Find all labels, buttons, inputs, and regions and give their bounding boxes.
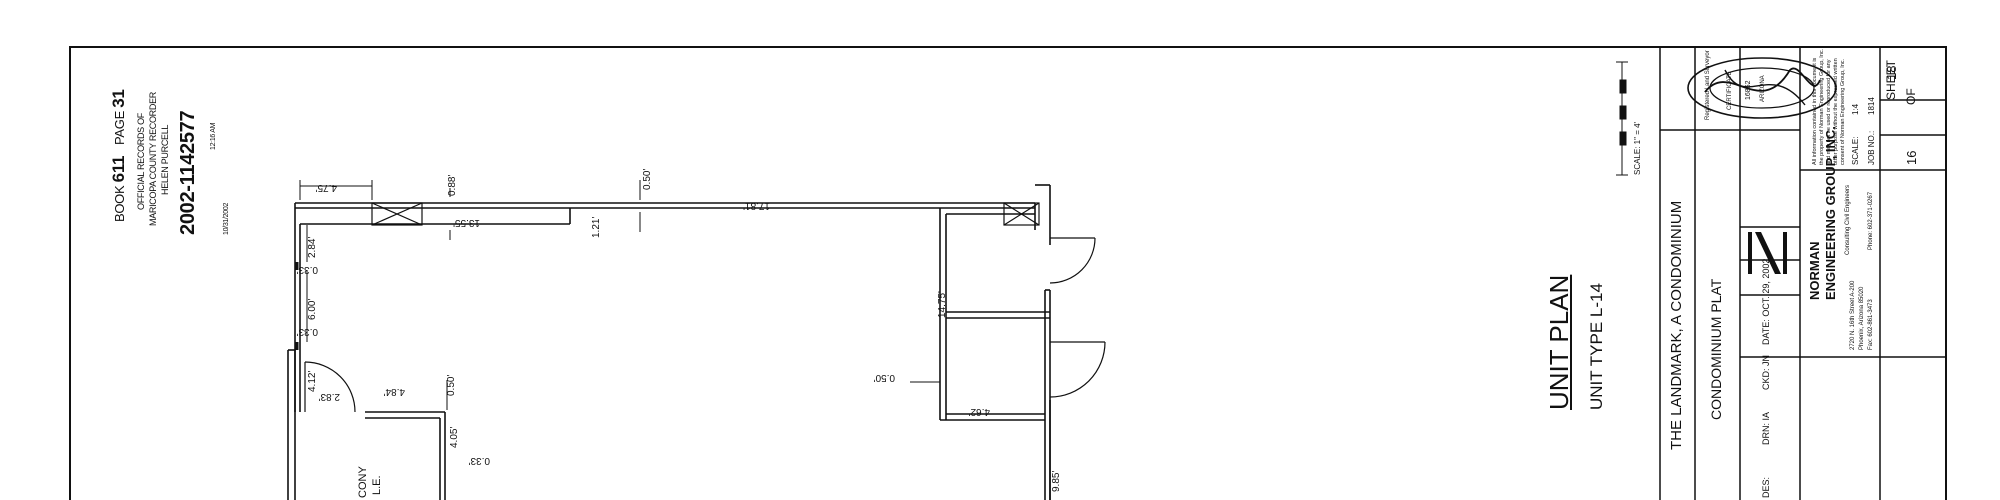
sheet-of: OF [1904, 88, 1918, 105]
recorder-doc-number: 2002-1142577 [177, 110, 199, 235]
firm-name-line1: NORMAN [1807, 241, 1822, 301]
scale-value: 1:4 [1851, 103, 1860, 115]
firm-tag: Consulting Civil Engineers [1845, 184, 1851, 255]
dim-2-84: 2.84' [307, 236, 318, 258]
recorder-time: 12:16 AM [210, 122, 217, 150]
recorder-line3: HELEN PURCELL [160, 124, 170, 195]
unit-walls [287, 184, 1051, 500]
dim-14-75: 14.75' [937, 291, 948, 318]
notice-line5: consent of Norman Engineering Group, Inc… [1840, 58, 1846, 165]
dim-6-00: 6.00' [307, 298, 318, 320]
book-label: BOOK 611 [109, 155, 128, 222]
firm-fax: Fax: 602-861-3473 [1868, 299, 1874, 350]
dim-17-81: 17.81' [743, 200, 770, 211]
page-label: PAGE 31 [109, 89, 128, 145]
sheet-border [69, 46, 1947, 500]
drn-field: DRN: IA [1761, 411, 1771, 445]
dim-13-55: 13.55' [453, 217, 480, 228]
notice-line3: and may not be used or reproduced for an… [1826, 59, 1832, 165]
job-value: 1814 [1867, 97, 1876, 115]
ckd-field: CKD: JN [1761, 354, 1771, 390]
dim-0-50-mid: 0.50' [446, 374, 457, 396]
sheet-number: 16 [1904, 150, 1919, 165]
dim-0-33-c: 0.33' [468, 455, 490, 466]
door-swings [304, 237, 1106, 413]
room-label-b: L.E. [371, 475, 383, 495]
dim-4-62: 4.62' [968, 406, 990, 417]
dim-4-84: 4.84' [383, 386, 405, 397]
dim-4-12: 4.12' [307, 370, 318, 392]
firm-phone: Phone: 602-371-0267 [1868, 191, 1874, 250]
dim-0-50-top: 0.50' [642, 168, 653, 190]
recorder-line1: OFFICIAL RECORDS OF [136, 113, 146, 210]
dim-0-33-a: 0.33' [296, 264, 318, 275]
dim-0-50-right: 0.50' [873, 372, 895, 383]
room-label-a: CONY [357, 466, 369, 498]
window-symbols [371, 202, 1040, 226]
job-label: JOB NO.: [1867, 130, 1876, 165]
notice-line2: the property of Norman Engineering Group… [1819, 48, 1825, 165]
unit-type: UNIT TYPE L-14 [1587, 283, 1606, 410]
scale-bar [1616, 61, 1628, 176]
project-name: THE LANDMARK, A CONDOMINIUM [1668, 200, 1685, 450]
dim-0-33-b: 0.33' [296, 326, 318, 337]
dimension-lines [299, 180, 940, 410]
seal-ring-text: Registered Land Surveyor [1705, 50, 1711, 120]
dim-4-75: 4.75' [315, 182, 337, 193]
scale-text: SCALE: 1" = 4' [1633, 121, 1642, 175]
seal-cert: CERTIFICATE [1727, 71, 1733, 110]
dim-2-83: 2.83' [318, 391, 340, 402]
unit-plan-heading: UNIT PLAN [1544, 274, 1574, 410]
norman-logo [1748, 232, 1787, 274]
seal-number: 16852 [1745, 80, 1752, 100]
dim-1-21: 1.21' [591, 216, 602, 238]
notice-line4: other purpose without the expressed writ… [1833, 58, 1839, 165]
firm-address1: 2720 N. 16th Street A-200 [1850, 280, 1856, 350]
recorder-line2: MARICOPA COUNTY RECORDER [148, 92, 158, 226]
firm-address2: Phoenix, Arizona 85020 [1859, 286, 1865, 350]
seal-state: ARIZONA [1760, 75, 1766, 102]
scale-label: SCALE: [1851, 136, 1860, 165]
dim-4-05: 4.05' [449, 426, 460, 448]
surveyor-seal [1687, 57, 1837, 119]
notice-line1: All information contained in this docume… [1812, 57, 1818, 165]
recorder-date: 10/31/2002 [223, 202, 230, 235]
dim-0-88: 0.88' [447, 174, 458, 196]
plat-title: CONDOMINIUM PLAT [1708, 278, 1724, 420]
dim-9-85: 9.85' [1051, 470, 1062, 492]
des-field: DES: [1761, 476, 1771, 498]
sheet-total: 18 [1884, 65, 1899, 80]
date-field: DATE: OCT. 29, 2002 [1761, 258, 1771, 345]
title-block-frame [1659, 47, 1946, 500]
